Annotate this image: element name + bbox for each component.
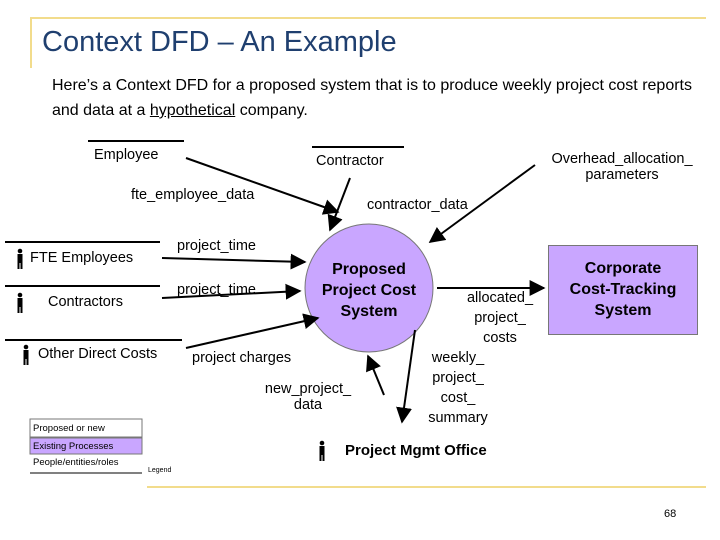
legend-people-label: People/entities/roles (33, 457, 119, 468)
legend-title: Legend (148, 467, 172, 474)
legend-existing-swatch (29, 437, 143, 455)
contractor-flow (327, 177, 351, 232)
entity-employee: Employee (94, 147, 159, 163)
odc-flow (185, 313, 320, 349)
flow-weekly-line3: cost_ (440, 390, 476, 406)
corporate-line2: Cost-Tracking (569, 281, 677, 298)
flow-weekly-line4: summary (428, 410, 488, 426)
entity-other-direct-costs: Other Direct Costs (38, 346, 158, 362)
flow-project-charges: project charges (192, 350, 292, 366)
process-line3: System (340, 303, 398, 320)
weekly-flow (396, 329, 416, 424)
legend-proposed-swatch (29, 418, 143, 438)
entity-overhead-line2: parameters (585, 167, 659, 183)
overhead-flow (428, 164, 536, 243)
process-circle (304, 223, 434, 353)
flow-new-project-line2: data (293, 397, 323, 413)
process-line1: Proposed (332, 261, 406, 278)
corporate-line3: System (594, 302, 652, 319)
flow-allocated-line3: costs (483, 330, 517, 346)
person-icon (17, 248, 23, 269)
entity-fte-employees: FTE Employees (30, 250, 134, 266)
legend-existing-label: Existing Processes (33, 441, 114, 452)
process-label: Proposed Project Cost System (305, 259, 433, 322)
flow-fte-employee-data: fte_employee_data (131, 187, 255, 203)
entity-overhead: Overhead_allocation_ parameters (532, 151, 712, 183)
slide-title: Context DFD – An Example (42, 26, 397, 58)
entity-contractors: Contractors (48, 294, 123, 310)
slide-intro: Here’s a Context DFD for a proposed syst… (52, 73, 702, 123)
flow-contractor-data: contractor_data (367, 197, 468, 213)
corporate-line1: Corporate (584, 260, 662, 277)
flow-allocated-line2: project_ (474, 310, 526, 326)
flow-new-project-line1: new_project_ (264, 381, 352, 397)
fte-flow (161, 253, 307, 270)
flow-weekly-summary: weekly_ project_ cost_ summary (412, 348, 504, 428)
corporate-system-box (548, 245, 698, 335)
contractors-flow (161, 283, 302, 300)
employee-flow (185, 157, 340, 215)
entity-overhead-line1: Overhead_allocation_ (551, 151, 693, 167)
flow-allocated-line1: allocated_ (466, 290, 534, 306)
flow-project-time-1: project_time (177, 238, 256, 254)
flow-project-time-2: project_time (177, 282, 256, 298)
flow-new-project-data: new_project_ data (248, 381, 368, 413)
person-icon (17, 292, 23, 313)
intro-text-end: company. (235, 102, 308, 119)
person-icon (23, 344, 29, 365)
flow-weekly-line1: weekly_ (431, 350, 485, 366)
page-number: 68 (664, 508, 677, 520)
new-project-flow (366, 354, 385, 396)
process-line2: Project Cost (321, 282, 417, 299)
intro-underlined-word: hypothetical (149, 102, 236, 119)
entity-contractor: Contractor (316, 153, 384, 169)
person-icon (319, 440, 325, 461)
flow-weekly-line2: project_ (432, 370, 484, 386)
entity-project-mgmt-office: Project Mgmt Office (345, 442, 487, 459)
flow-allocated-project-costs: allocated_ project_ costs (452, 288, 548, 348)
intro-text-start: Here’s a Context DFD for a proposed syst… (52, 77, 692, 119)
legend-proposed-label: Proposed or new (33, 423, 105, 434)
corporate-system-label: Corporate Cost-Tracking System (548, 258, 698, 321)
